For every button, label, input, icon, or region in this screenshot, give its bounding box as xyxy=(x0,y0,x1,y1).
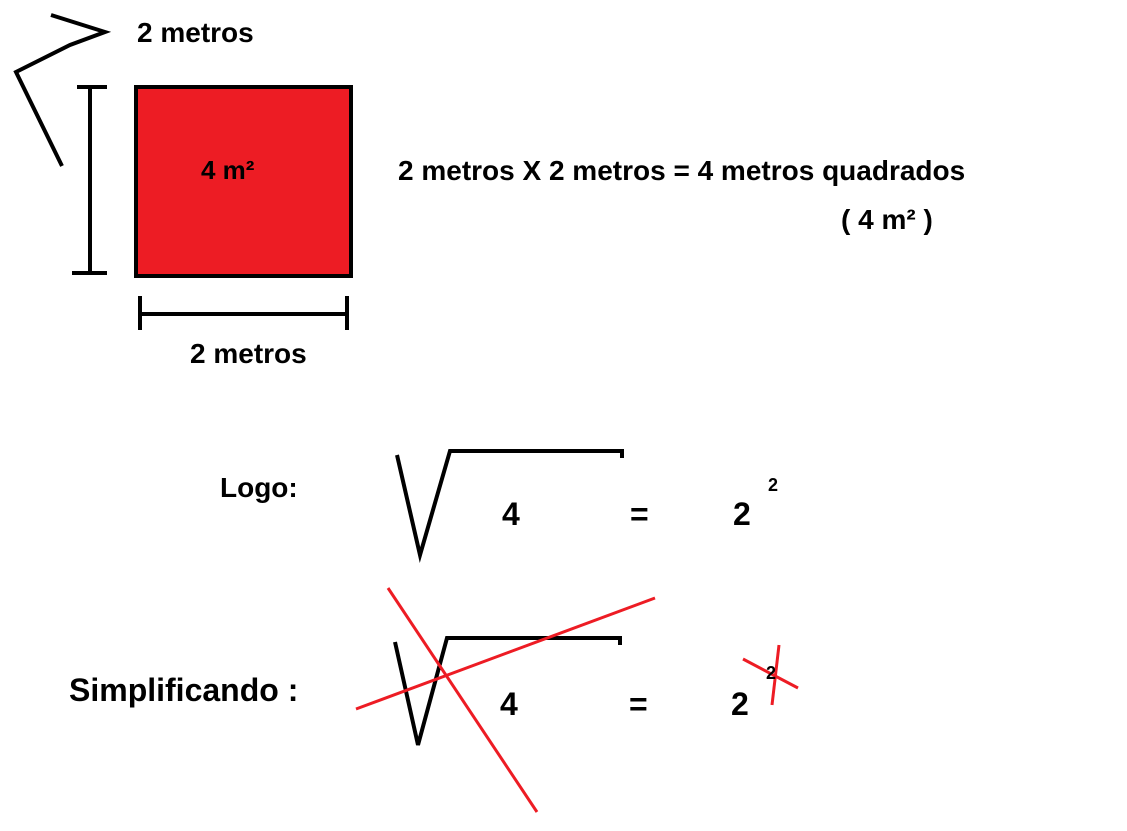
area-equation-unit: ( 4 m² ) xyxy=(841,204,933,235)
simplify-label: Simplificando : xyxy=(69,672,299,708)
area-label: 4 m² xyxy=(201,155,255,185)
top-side-label: 2 metros xyxy=(137,17,254,48)
area-equation: 2 metros X 2 metros = 4 metros quadrados xyxy=(398,155,966,186)
exponent-strike-cross xyxy=(742,644,799,706)
bottom-side-label: 2 metros xyxy=(190,338,307,369)
simplify-equals-sign: = xyxy=(629,686,648,722)
vertical-dimension-bar xyxy=(72,85,107,275)
arrow-icon xyxy=(13,13,112,167)
horizontal-dimension-bar xyxy=(138,296,349,330)
logo-power-exponent: 2 xyxy=(768,475,779,495)
simplify-power-base: 2 xyxy=(731,686,749,722)
simplify-radicand: 4 xyxy=(500,686,518,722)
logo-label: Logo: xyxy=(220,472,298,503)
red-square xyxy=(134,85,353,278)
logo-equals-sign: = xyxy=(630,496,649,532)
logo-radicand: 4 xyxy=(502,496,520,532)
radical-strike-cross xyxy=(355,587,656,813)
radical-sign-2 xyxy=(393,636,622,746)
logo-power-base: 2 xyxy=(733,496,751,532)
radical-sign-1 xyxy=(395,449,624,563)
simplify-power-exponent: 2 xyxy=(766,663,777,683)
